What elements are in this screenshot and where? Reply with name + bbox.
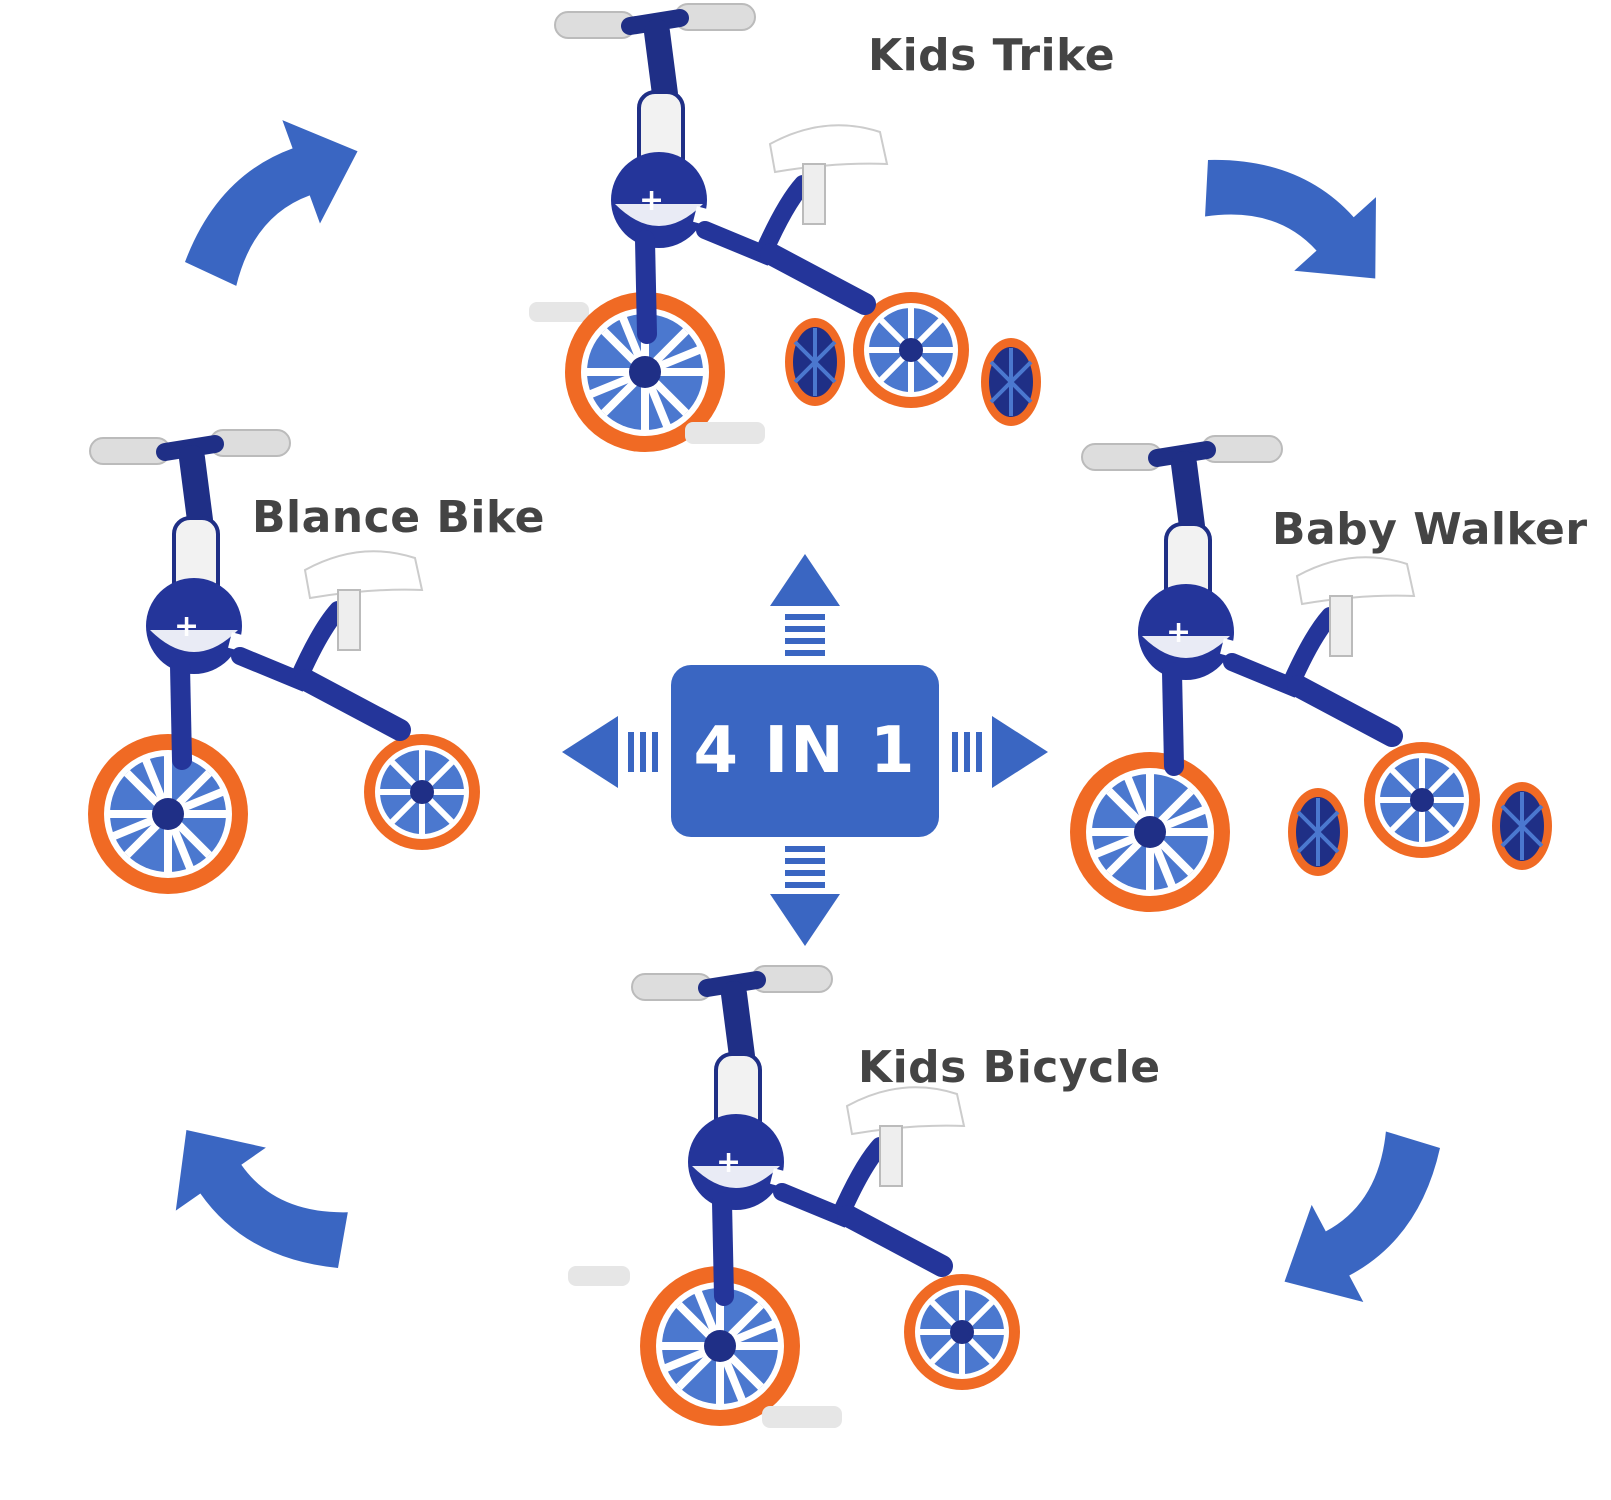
arrow-up-icon (770, 554, 840, 606)
arrow-left-icon (562, 716, 618, 788)
arrow-down-icon (770, 894, 840, 946)
center-badge: 4 IN 1 (671, 665, 939, 837)
mode-label-balance-bike: Blance Bike (252, 492, 545, 543)
mode-label-kids-trike: Kids Trike (868, 30, 1116, 81)
center-badge-label: 4 IN 1 (693, 714, 917, 788)
curved-arrow-bottom-right-icon (1244, 1112, 1487, 1331)
curved-arrow-top-right-icon (1178, 93, 1417, 336)
arrow-right-icon (992, 716, 1048, 788)
center-arrows (562, 554, 1048, 946)
curved-arrow-top-left-icon (150, 99, 387, 300)
kids-bicycle-illustration (568, 966, 1020, 1428)
kids-trike-illustration (529, 4, 1043, 452)
mode-label-baby-walker: Baby Walker (1272, 504, 1588, 555)
curved-arrow-bottom-left-icon (141, 1081, 371, 1326)
mode-label-kids-bicycle: Kids Bicycle (858, 1042, 1161, 1093)
